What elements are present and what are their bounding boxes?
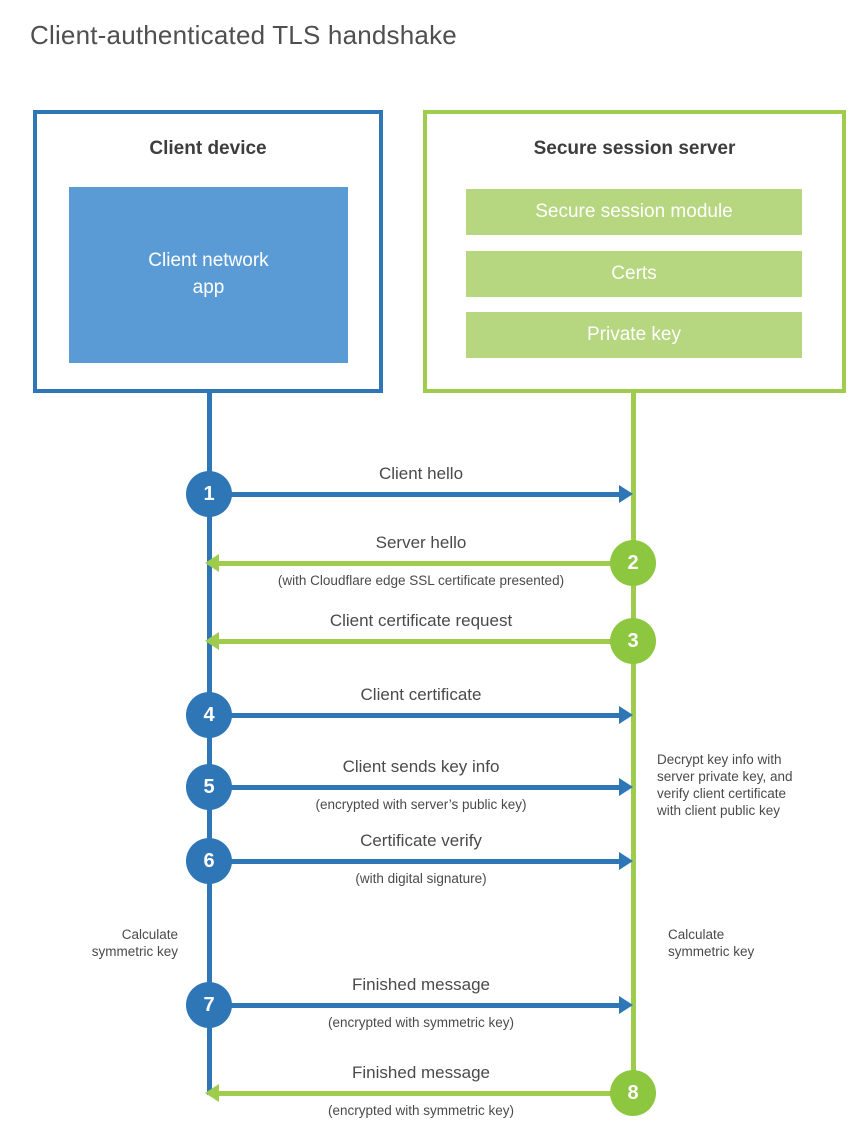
secure-session-server-title: Secure session server [533, 138, 736, 159]
step-marker: 1 [186, 471, 232, 517]
step-label: Client sends key info [342, 757, 500, 776]
step-marker: 6 [186, 838, 232, 884]
certs-bar: Certs [466, 251, 802, 297]
secure-session-module-bar: Secure session module [466, 189, 802, 235]
arrow-shaft [218, 561, 613, 566]
calculate-symmetric-key-note-server: Calculate symmetric key [668, 927, 755, 959]
arrow-left-icon [205, 1084, 219, 1102]
step-label: Certificate verify [360, 831, 482, 850]
arrow-right-icon [619, 852, 633, 870]
step-sublabel: (encrypted with symmetric key) [327, 1103, 515, 1118]
arrow-shaft [229, 492, 620, 497]
step-sublabel: (with digital signature) [355, 871, 487, 886]
secure-session-server-box: Secure session server Secure session mod… [423, 110, 846, 393]
step-label: Client hello [378, 464, 464, 483]
arrow-shaft [218, 1091, 613, 1096]
step-label: Finished message [352, 975, 490, 994]
step-sublabel: (with Cloudflare edge SSL certificate pr… [277, 573, 565, 588]
step-sublabel: (encrypted with symmetric key) [327, 1015, 515, 1030]
arrow-right-icon [619, 485, 633, 503]
private-key-bar: Private key [466, 312, 802, 358]
arrow-shaft [229, 785, 620, 790]
arrow-left-icon [205, 554, 219, 572]
arrow-right-icon [619, 778, 633, 796]
step-marker: 7 [186, 982, 232, 1028]
arrow-right-icon [619, 706, 633, 724]
arrow-shaft [218, 639, 613, 644]
step-marker: 4 [186, 692, 232, 738]
client-device-title: Client device [149, 138, 267, 159]
step-label: Finished message [352, 1063, 490, 1082]
step-marker: 8 [610, 1070, 656, 1116]
arrow-shaft [229, 713, 620, 718]
client-device-box: Client device Client network app [33, 110, 383, 393]
step-label: Server hello [375, 533, 467, 552]
client-network-app-box: Client network app [69, 187, 348, 363]
arrow-shaft [229, 1003, 620, 1008]
step-marker: 2 [610, 540, 656, 586]
arrow-left-icon [205, 632, 219, 650]
calculate-symmetric-key-note-client: Calculate symmetric key [91, 927, 178, 959]
step-marker: 3 [610, 618, 656, 664]
server-lifeline [631, 391, 636, 1093]
step-label: Client certificate request [329, 611, 513, 630]
arrow-shaft [229, 859, 620, 864]
step-sublabel: (encrypted with server’s public key) [315, 797, 527, 812]
arrow-right-icon [619, 996, 633, 1014]
page-title: Client-authenticated TLS handshake [30, 20, 457, 50]
step-marker: 5 [186, 764, 232, 810]
decrypt-key-info-note: Decrypt key info with server private key… [657, 752, 793, 818]
step-label: Client certificate [360, 685, 482, 704]
client-lifeline [207, 391, 212, 1095]
